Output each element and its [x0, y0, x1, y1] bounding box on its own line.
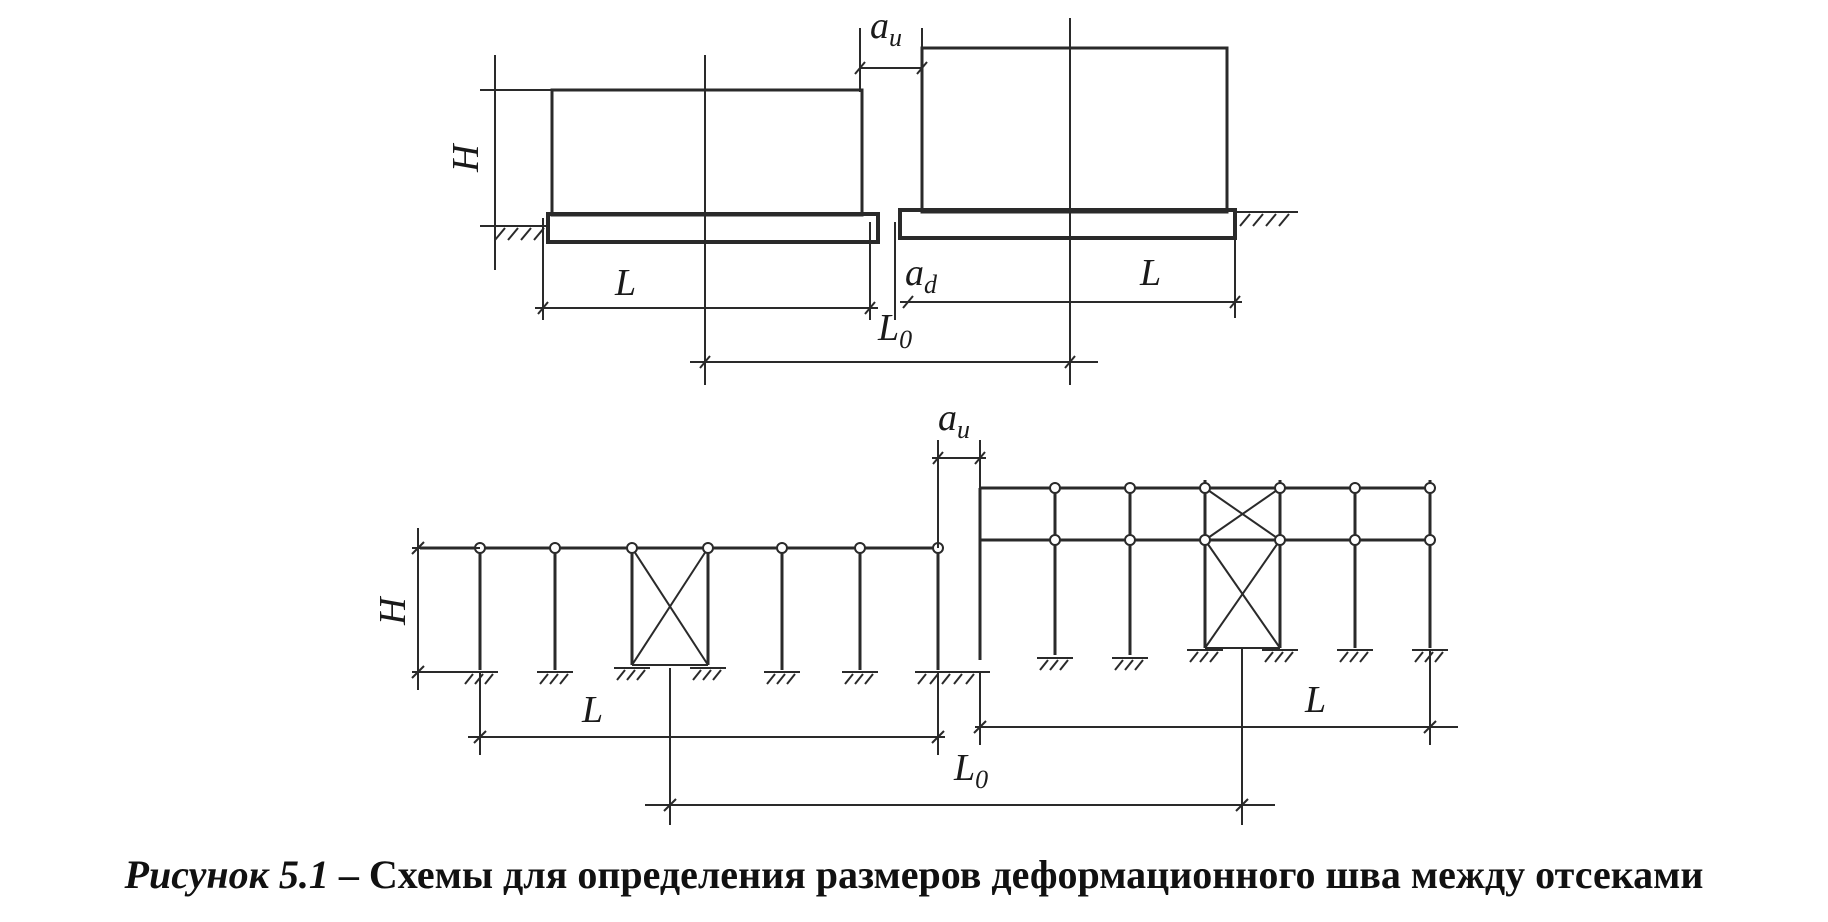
top-H-dimension — [480, 84, 552, 227]
top-label-L0: L0 — [877, 307, 912, 354]
top-label-ad: ad — [905, 252, 938, 299]
bottom-label-L-right: L — [1304, 679, 1326, 721]
deformation-joint-diagram: au H L ad L L0 — [372, 5, 1458, 825]
top-right-block — [920, 46, 1229, 214]
top-left-foundation — [546, 212, 880, 244]
bottom-left-columns — [478, 548, 940, 670]
top-axes — [494, 18, 1236, 385]
bottom-ground-supports — [462, 649, 1448, 685]
bottom-L-dimensions — [468, 650, 1458, 755]
bottom-right-bracing — [1204, 487, 1281, 649]
caption-dash: – — [328, 852, 369, 897]
top-right-foundation — [898, 208, 1237, 240]
caption-text: Схемы для определения размеров деформаци… — [368, 852, 1704, 897]
top-ground-right — [1235, 211, 1298, 227]
bottom-label-L0: L0 — [953, 747, 988, 794]
bottom-label-au: au — [938, 397, 970, 444]
top-au-dimension — [854, 61, 928, 75]
bottom-L0-dimension — [645, 648, 1275, 825]
bottom-H-dimension — [411, 528, 480, 690]
top-L0-dimension — [690, 355, 1098, 369]
bottom-scheme: au H L L L0 — [372, 397, 1458, 825]
top-label-L-right: L — [1139, 252, 1161, 294]
top-left-block — [550, 88, 864, 217]
bottom-left-bracing — [631, 547, 709, 666]
top-ground-left — [490, 225, 548, 241]
bottom-label-L-left: L — [581, 689, 603, 731]
top-label-H: H — [445, 142, 487, 173]
figure-caption: Рисунок 5.1 – Схемы для определения разм… — [0, 840, 1828, 910]
bottom-right-nodes — [1049, 482, 1436, 546]
figure-label: Рисунок 5.1 — [124, 852, 329, 897]
bottom-au-dimension — [932, 440, 986, 548]
top-label-au: au — [870, 5, 902, 52]
top-scheme: au H L ad L L0 — [445, 5, 1298, 385]
bottom-label-H: H — [372, 595, 414, 626]
bottom-right-columns — [978, 480, 1432, 660]
top-label-L-left: L — [614, 262, 636, 304]
top-L-dimensions — [535, 222, 1242, 320]
